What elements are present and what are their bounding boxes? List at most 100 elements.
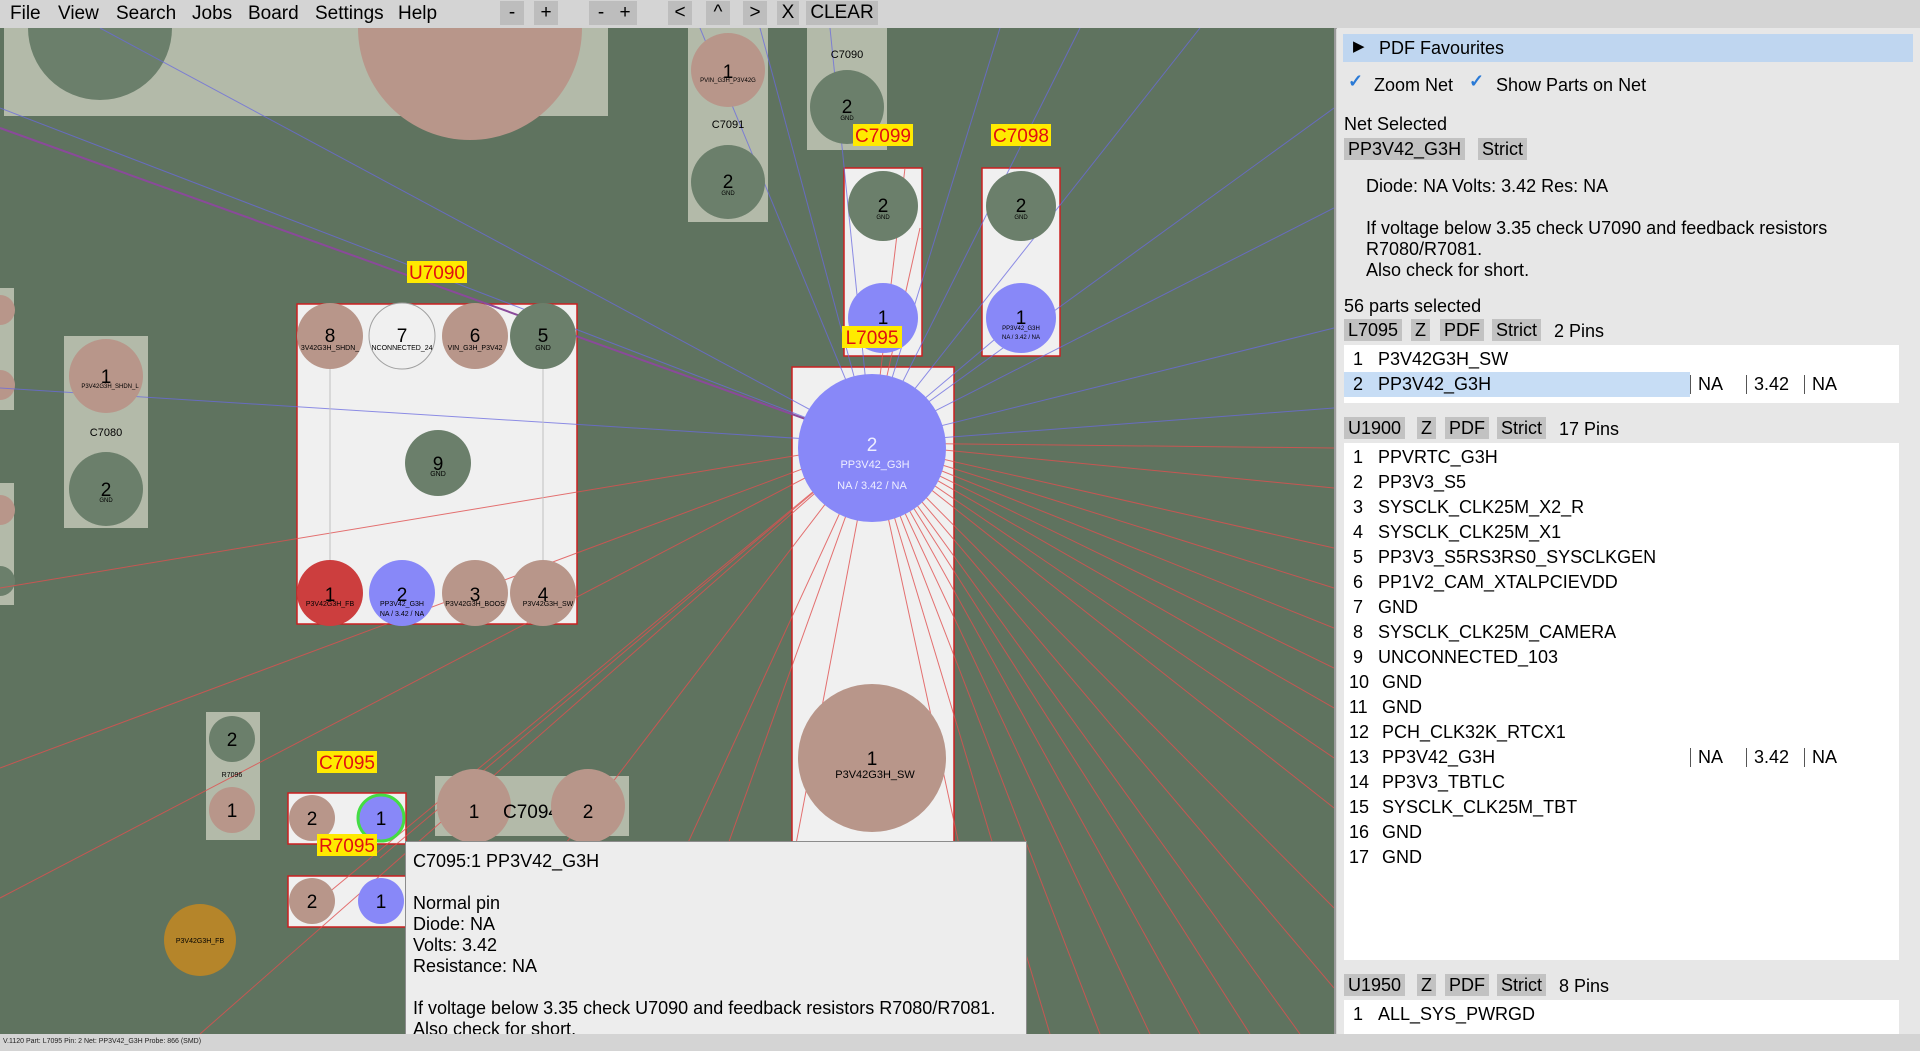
pin-pad[interactable] xyxy=(691,33,765,107)
pin-count: 8 Pins xyxy=(1559,976,1610,996)
part-name-tag: U1950 xyxy=(1344,974,1406,996)
show-parts-checkbox[interactable]: ✓ xyxy=(1469,71,1485,91)
zoom-out-button[interactable]: - xyxy=(500,1,524,25)
pin-net: PP3V42_G3H xyxy=(380,601,424,608)
pdf-button[interactable]: PDF xyxy=(1440,319,1484,341)
part-pin-list[interactable]: 1 ALL_SYS_PWRGD xyxy=(1344,1000,1899,1034)
pin-net: PP3V42_G3H xyxy=(1002,326,1040,332)
pin-pad[interactable] xyxy=(510,303,576,369)
list-item[interactable]: 1 ALL_SYS_PWRGD xyxy=(1353,1004,1536,1024)
pdf-button[interactable]: PDF xyxy=(1445,417,1489,439)
menu-board[interactable]: Board xyxy=(248,3,299,24)
pin-pad[interactable] xyxy=(369,560,435,626)
status-text: V.1120 Part: L7095 Pin: 2 Net: PP3V42_G3… xyxy=(3,1038,202,1045)
menu-file[interactable]: File xyxy=(10,3,41,24)
zoom-part-button[interactable]: Z xyxy=(1417,974,1436,996)
pin-pad[interactable] xyxy=(368,302,436,370)
pin-pad[interactable] xyxy=(437,769,511,843)
pin-pad[interactable] xyxy=(986,171,1056,241)
pin-pad xyxy=(0,495,15,525)
pin-net: P3V42G3H_FB xyxy=(176,938,225,945)
part-name: C7090 xyxy=(831,49,863,61)
pin-pad[interactable] xyxy=(289,878,335,924)
strict-button[interactable]: Strict xyxy=(1497,417,1547,439)
pin-pad[interactable] xyxy=(510,560,576,626)
part-pin-list[interactable]: 1 P3V42G3H_SW 2 PP3V42_G3H NA 3.42 NA xyxy=(1344,345,1899,403)
pin-pad[interactable] xyxy=(442,560,508,626)
pan-right-button[interactable]: > xyxy=(743,1,767,25)
pin-pad[interactable] xyxy=(69,339,143,413)
pin-pad[interactable] xyxy=(442,303,508,369)
strict-button[interactable]: Strict xyxy=(1497,974,1547,996)
pdf-favourites-header[interactable]: ▶ PDF Favourites xyxy=(1343,34,1913,62)
pin-pad[interactable] xyxy=(358,878,404,924)
tooltip-resistance: Resistance: NA xyxy=(413,956,538,976)
zoom-part-button[interactable]: Z xyxy=(1417,417,1436,439)
rotate-plus-button[interactable]: + xyxy=(613,1,637,25)
pin-pad[interactable] xyxy=(289,795,335,841)
net-diode-info: Diode: NA Volts: 3.42 Res: NA xyxy=(1366,176,1609,196)
pin-pad[interactable] xyxy=(405,430,471,496)
show-parts-label: Show Parts on Net xyxy=(1496,75,1647,95)
row-highlight xyxy=(1344,372,1690,397)
pin-pad[interactable] xyxy=(986,283,1056,353)
pin-pad[interactable] xyxy=(691,145,765,219)
pin-pad[interactable] xyxy=(297,560,363,626)
tooltip-diode: Diode: NA xyxy=(413,914,496,934)
via-pad[interactable] xyxy=(164,904,236,976)
strict-button[interactable]: Strict xyxy=(1492,319,1542,341)
pan-left-button[interactable]: < xyxy=(668,1,692,25)
strict-button[interactable]: Strict xyxy=(1478,138,1528,160)
pin-pad[interactable] xyxy=(209,787,255,833)
flip-button[interactable]: ^ xyxy=(706,1,730,25)
menu-settings[interactable]: Settings xyxy=(315,3,384,24)
pin-pad[interactable] xyxy=(798,374,946,522)
net-selected-label: Net Selected xyxy=(1344,114,1448,134)
pin-pad[interactable] xyxy=(551,769,625,843)
part-name-tag: U1900 xyxy=(1344,417,1406,439)
list-item-selected[interactable]: 2 PP3V42_G3H NA 3.42 NA xyxy=(1344,372,1899,397)
board-canvas[interactable]: 1 PVIN_G3H_P3V42G C7091 2 GND C7090 2 GN… xyxy=(0,28,1336,1034)
close-button[interactable]: X xyxy=(777,1,799,25)
zoom-net-checkbox[interactable]: ✓ xyxy=(1348,71,1364,91)
menu-jobs[interactable]: Jobs xyxy=(192,3,233,24)
pin-pad[interactable] xyxy=(848,171,918,241)
pin-pad[interactable] xyxy=(798,684,946,832)
clear-button[interactable]: CLEAR xyxy=(806,1,878,25)
rotate-minus-button[interactable]: - xyxy=(589,1,613,25)
pin-net: P3V42G3H_BOOS xyxy=(445,601,505,608)
zoom-in-button[interactable]: + xyxy=(534,1,558,25)
pin-pad[interactable] xyxy=(297,303,363,369)
pin-pad[interactable] xyxy=(69,452,143,526)
menu-view[interactable]: View xyxy=(58,3,99,24)
chip-label-l7095: L7095 xyxy=(846,328,899,349)
zoom-part-button[interactable]: Z xyxy=(1411,319,1430,341)
list-item[interactable]: 1 P3V42G3H_SW xyxy=(1353,349,1509,369)
chip-label-bg xyxy=(842,326,902,348)
menu-help[interactable]: Help xyxy=(398,3,438,24)
menu-search[interactable]: Search xyxy=(116,3,177,24)
pdf-button[interactable]: PDF xyxy=(1445,974,1489,996)
pin-tooltip: C7095:1 PP3V42_G3H Normal pin Diode: NA … xyxy=(405,841,1027,1034)
part-name: C7094 xyxy=(503,802,559,823)
pin-pad[interactable] xyxy=(209,716,255,762)
pin-pad-selected[interactable] xyxy=(356,793,406,843)
